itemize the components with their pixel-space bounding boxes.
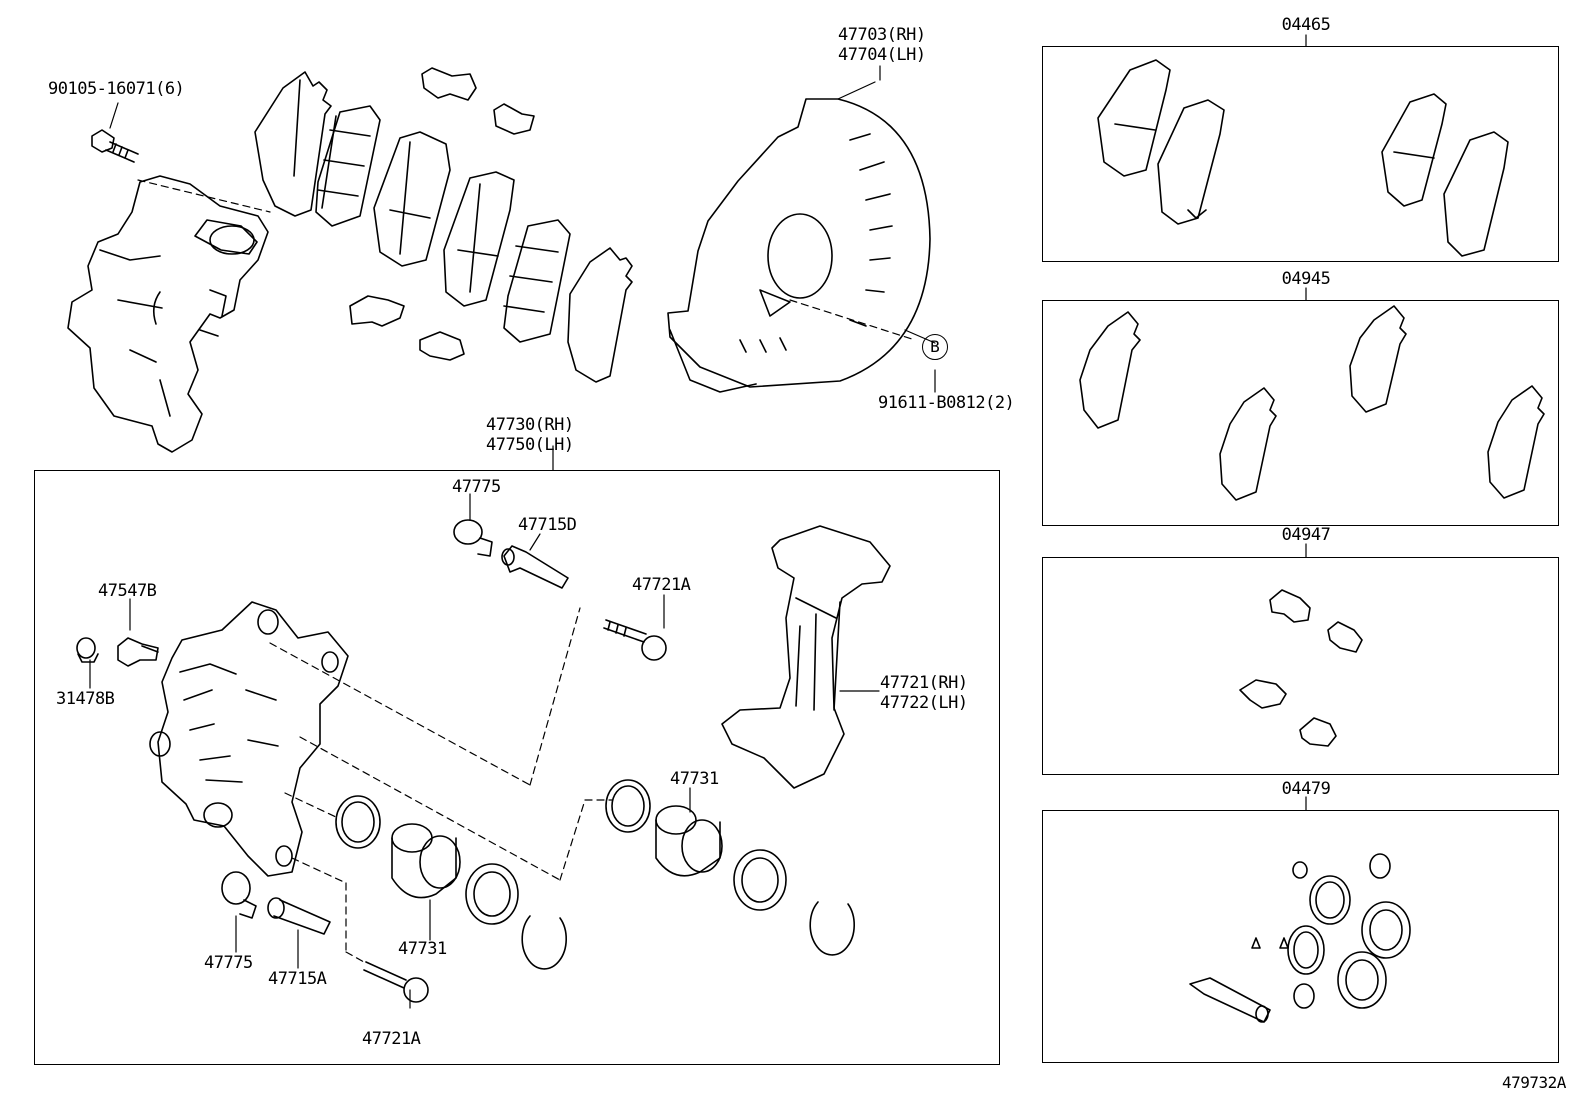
kit-shim-icon (1079, 305, 1545, 501)
bolt-icon (603, 619, 667, 661)
kit-label-04479[interactable]: 04479 (1281, 779, 1331, 799)
bolt-icon (91, 129, 139, 163)
dust-shield-icon (667, 98, 931, 393)
shim-icon (503, 219, 571, 343)
bleeder-plug-icon (117, 637, 159, 667)
part-label-shield-rh[interactable]: 47703(RH) (838, 25, 926, 45)
caliper-mount-icon (721, 525, 891, 789)
kit-box-04945 (1042, 300, 1559, 526)
bleeder-cap-icon (76, 637, 99, 663)
leader-lines (89, 34, 1307, 1009)
snap-ring-icon (521, 901, 856, 970)
kit-label-04465[interactable]: 04465 (1281, 15, 1331, 35)
diagram-id: 479732A (1502, 1073, 1566, 1092)
bolt-icon (363, 961, 429, 1003)
part-label-bolt[interactable]: 90105-16071(6) (48, 79, 185, 99)
dashed-lines (137, 179, 916, 963)
guide-boot-icon (221, 871, 257, 919)
shim-icon (315, 105, 381, 227)
brake-pad-icon (373, 131, 451, 267)
part-label-mount-lh[interactable]: 47722(LH) (880, 693, 968, 713)
pad-clip-icon (349, 67, 535, 361)
part-label-bolt-top[interactable]: 47721A (632, 575, 691, 595)
part-label-piston-left[interactable]: 47731 (398, 939, 447, 959)
callout-b: B (922, 334, 948, 360)
kit-label-04947[interactable]: 04947 (1281, 525, 1331, 545)
knuckle-icon (67, 175, 269, 453)
brake-pad-icon (443, 171, 515, 307)
part-label-cap[interactable]: 31478B (56, 689, 115, 709)
part-label-screw[interactable]: 91611-B0812(2) (878, 393, 1015, 413)
part-label-bleeder[interactable]: 47547B (98, 581, 157, 601)
kit-clip-icon (1239, 589, 1363, 747)
part-label-shield-lh[interactable]: 47704(LH) (838, 45, 926, 65)
brake-pad-icon (567, 247, 633, 383)
brake-pad-icon (254, 71, 332, 217)
part-label-pin-bottom[interactable]: 47715A (268, 969, 327, 989)
kit-label-04945[interactable]: 04945 (1281, 269, 1331, 289)
part-label-piston-right[interactable]: 47731 (670, 769, 719, 789)
kit-box-04479 (1042, 810, 1559, 1063)
part-label-mount-rh[interactable]: 47721(RH) (880, 673, 968, 693)
kit-pad-icon (1097, 59, 1509, 257)
part-label-bolt-bottom[interactable]: 47721A (362, 1029, 421, 1049)
caliper-assembly-box (34, 470, 1000, 1065)
caliper-body-icon (149, 601, 349, 877)
guide-pin-icon (267, 897, 331, 935)
part-label-boot-top[interactable]: 47775 (452, 477, 501, 497)
kit-box-04947 (1042, 557, 1559, 775)
part-label-caliper-lh[interactable]: 47750(LH) (486, 435, 574, 455)
part-label-pin-top[interactable]: 47715D (518, 515, 577, 535)
part-label-caliper-rh[interactable]: 47730(RH) (486, 415, 574, 435)
piston-seal-icon (335, 779, 651, 849)
kit-seal-icon (1189, 853, 1411, 1023)
kit-box-04465 (1042, 46, 1559, 262)
part-label-boot-bottom[interactable]: 47775 (204, 953, 253, 973)
guide-pin-icon (453, 519, 569, 589)
dust-boot-icon (465, 849, 787, 925)
piston-icon (391, 805, 723, 899)
